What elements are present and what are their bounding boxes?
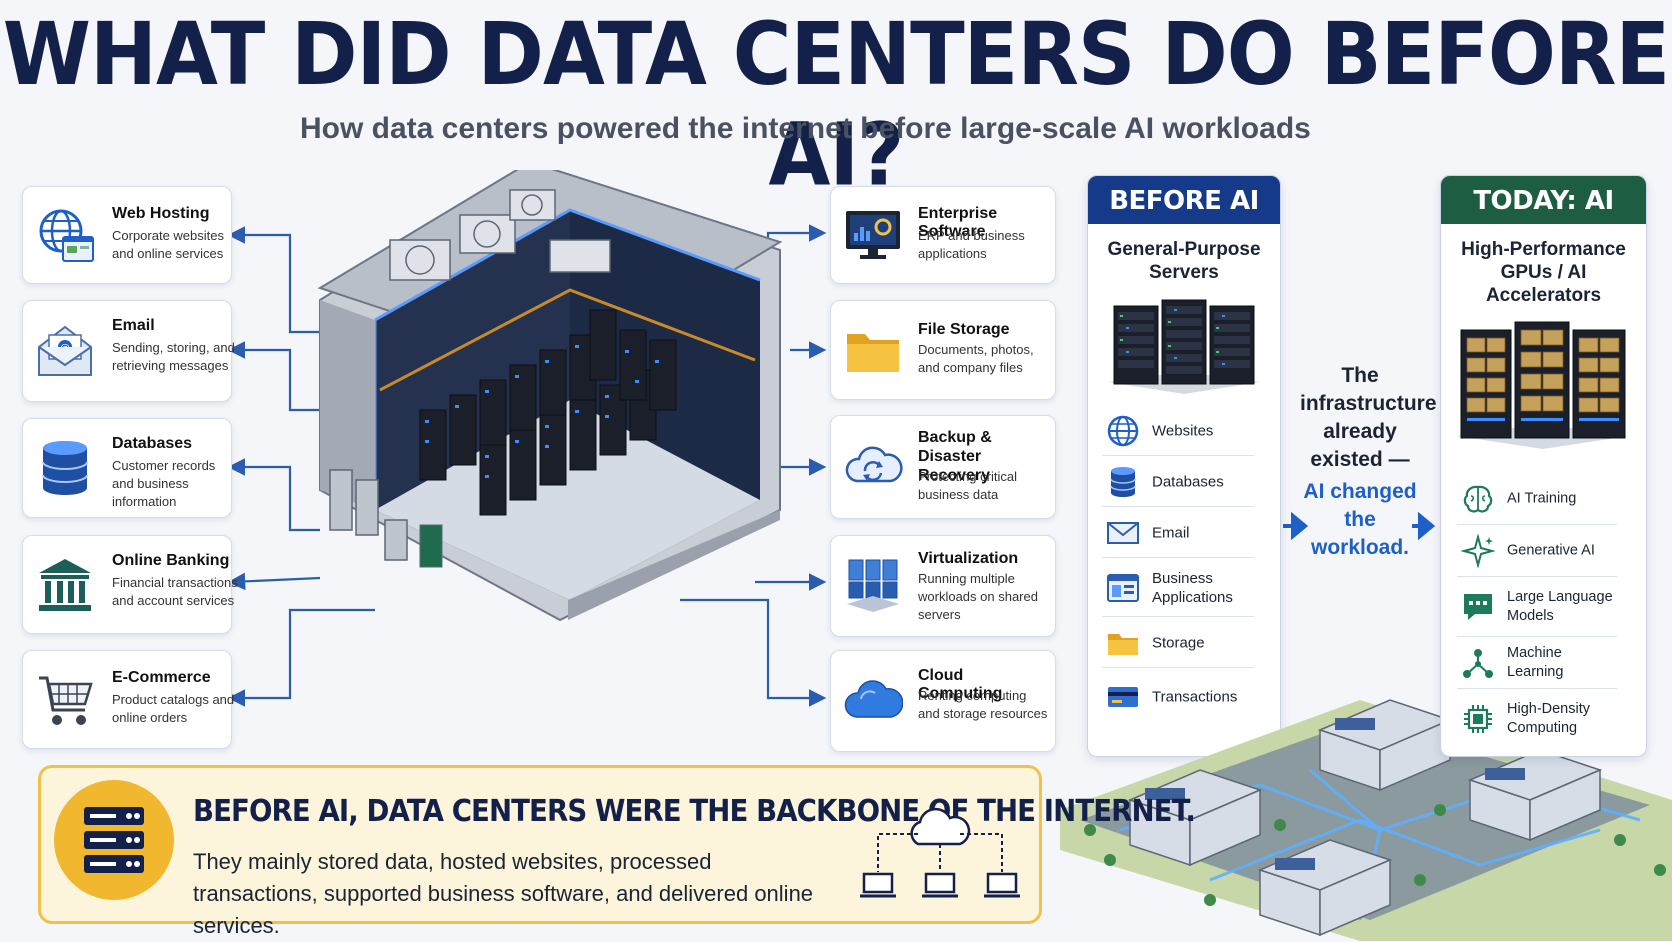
page-title: WHAT DID DATA CENTERS DO BEFORE AI?	[2, 4, 1670, 205]
service-card-file-storage: File Storage Documents, photos, and comp…	[830, 300, 1056, 400]
shopping-cart-icon	[39, 676, 93, 725]
globe-browser-icon	[39, 209, 94, 262]
service-card-backup-disaster-recovery: Backup & Disaster Recovery Protecting cr…	[830, 415, 1056, 519]
banner-title: BEFORE AI, DATA CENTERS WERE THE BACKBON…	[193, 794, 1196, 829]
service-card-cloud-computing: Cloud Computing Renting computing and st…	[830, 650, 1056, 752]
today-item-high-density-computing: High-Density Computing	[1457, 690, 1617, 748]
service-description: Customer records and business informatio…	[112, 458, 216, 509]
today-item-ai-training: AI Training	[1457, 474, 1617, 525]
today-item-large-language-models: Large Language Models	[1457, 578, 1617, 637]
service-card-online-banking: Online Banking Financial transactions an…	[22, 535, 238, 634]
service-card-enterprise-software: Enterprise Software ERP and business app…	[830, 186, 1056, 284]
globe-icon	[1107, 415, 1139, 447]
before-item-label: Transactions	[1152, 688, 1238, 706]
cloud-network-icon	[860, 807, 1020, 898]
credit-card-icon	[1108, 687, 1138, 707]
transition-message: The infrastructure already existed — AI …	[1300, 362, 1437, 562]
service-description: Financial transactions and account servi…	[112, 575, 238, 608]
cloud-sync-icon	[845, 446, 903, 483]
transition-line-2: AI changed the workload.	[1303, 480, 1417, 559]
today-item-label: Generative AI	[1507, 542, 1595, 559]
service-title: Web Hosting	[112, 205, 210, 222]
service-card-email: @ Email Sending, storing, and retrieving…	[22, 300, 235, 402]
before-item-label: Websites	[1152, 422, 1214, 440]
service-title: Enterprise Software	[918, 205, 998, 240]
before-item-transactions: Transactions	[1102, 673, 1254, 721]
gpu-servers-illustration	[1457, 321, 1629, 449]
service-description: ERP and business applications	[918, 228, 1025, 261]
before-item-label: Business Applications	[1152, 570, 1233, 606]
service-description: Running multiple workloads on shared ser…	[918, 571, 1038, 622]
before-item-label: Email	[1152, 524, 1190, 542]
chip-icon	[1464, 705, 1492, 733]
folder-icon	[1108, 634, 1138, 655]
database-icon	[1110, 467, 1136, 497]
before-item-email: Email	[1102, 509, 1254, 558]
before-item-storage: Storage	[1102, 619, 1254, 668]
general-purpose-servers-illustration	[1108, 299, 1260, 394]
today-item-generative-ai: Generative AI	[1457, 526, 1617, 577]
today-item-label: High-Density Computing	[1507, 701, 1590, 736]
service-title: Databases	[112, 435, 193, 452]
database-icon	[42, 441, 88, 495]
app-window-icon	[1107, 574, 1139, 602]
service-card-e-commerce: E-Commerce Product catalogs and online o…	[22, 650, 234, 749]
today-item-label: AI Training	[1507, 490, 1577, 507]
today-ai-era-header: TODAY: AI ERA	[1441, 176, 1646, 266]
today-ai-era-panel: TODAY: AI ERA High-Performance GPUs / AI…	[1440, 175, 1647, 757]
virtual-servers-icon	[847, 559, 899, 612]
data-center-illustration	[317, 170, 783, 622]
service-title: Online Banking	[112, 552, 230, 569]
banner-body: They mainly stored data, hosted websites…	[193, 849, 814, 938]
today-item-label: Large Language Models	[1507, 589, 1613, 624]
sparkle-icon	[1461, 534, 1495, 568]
today-item-machine-learning: Machine Learning	[1457, 638, 1617, 689]
chat-bubble-icon	[1464, 594, 1492, 620]
cloud-icon	[844, 680, 903, 718]
service-title: Cloud Computing	[918, 667, 1003, 702]
service-title: Virtualization	[918, 550, 1019, 567]
before-item-label: Databases	[1152, 473, 1224, 491]
monitor-dashboard-icon	[846, 211, 900, 259]
service-title: Email	[112, 317, 155, 334]
service-description: Documents, photos, and company files	[918, 342, 1034, 375]
before-item-databases: Databases	[1102, 458, 1254, 507]
service-description: Sending, storing, and retrieving message…	[112, 340, 235, 373]
service-title: Backup & Disaster Recovery	[918, 429, 992, 484]
today-item-label: Machine Learning	[1507, 645, 1564, 680]
network-nodes-icon	[1463, 649, 1493, 678]
bank-icon	[39, 558, 91, 611]
before-ai-subtitle: General-Purpose Servers	[1107, 239, 1261, 283]
service-card-databases: Databases Customer records and business …	[22, 418, 232, 518]
brain-icon	[1463, 485, 1493, 513]
service-description: Product catalogs and online orders	[112, 692, 235, 725]
today-ai-era-subtitle: High-Performance GPUs / AI Accelerators	[1461, 239, 1626, 306]
transition-line-1: The infrastructure already existed —	[1300, 364, 1437, 471]
envelope-icon: @	[38, 325, 92, 376]
before-ai-panel: BEFORE AI General-Purpose Servers Webs	[1087, 175, 1281, 757]
service-title: File Storage	[918, 321, 1010, 338]
summary-banner: BEFORE AI, DATA CENTERS WERE THE BACKBON…	[38, 765, 1196, 938]
before-item-websites: Websites	[1102, 407, 1254, 456]
service-card-virtualization: Virtualization Running multiple workload…	[830, 535, 1056, 637]
server-stack-icon	[54, 780, 174, 900]
page-subtitle: How data centers powered the internet be…	[300, 112, 1311, 145]
service-description: Protecting critical business data	[918, 469, 1017, 502]
before-item-business-applications: Business Applications	[1102, 560, 1254, 617]
service-description: Renting computing and storage resources	[918, 688, 1048, 721]
folder-icon	[847, 334, 899, 372]
service-title: E-Commerce	[112, 669, 211, 686]
before-item-label: Storage	[1152, 634, 1205, 652]
before-ai-header: BEFORE AI	[1088, 176, 1280, 224]
service-description: Corporate websites and online services	[112, 228, 224, 261]
envelope-icon	[1107, 522, 1139, 544]
service-card-web-hosting: Web Hosting Corporate websites and onlin…	[22, 186, 232, 284]
connected-data-centers-illustration	[1060, 699, 1672, 941]
